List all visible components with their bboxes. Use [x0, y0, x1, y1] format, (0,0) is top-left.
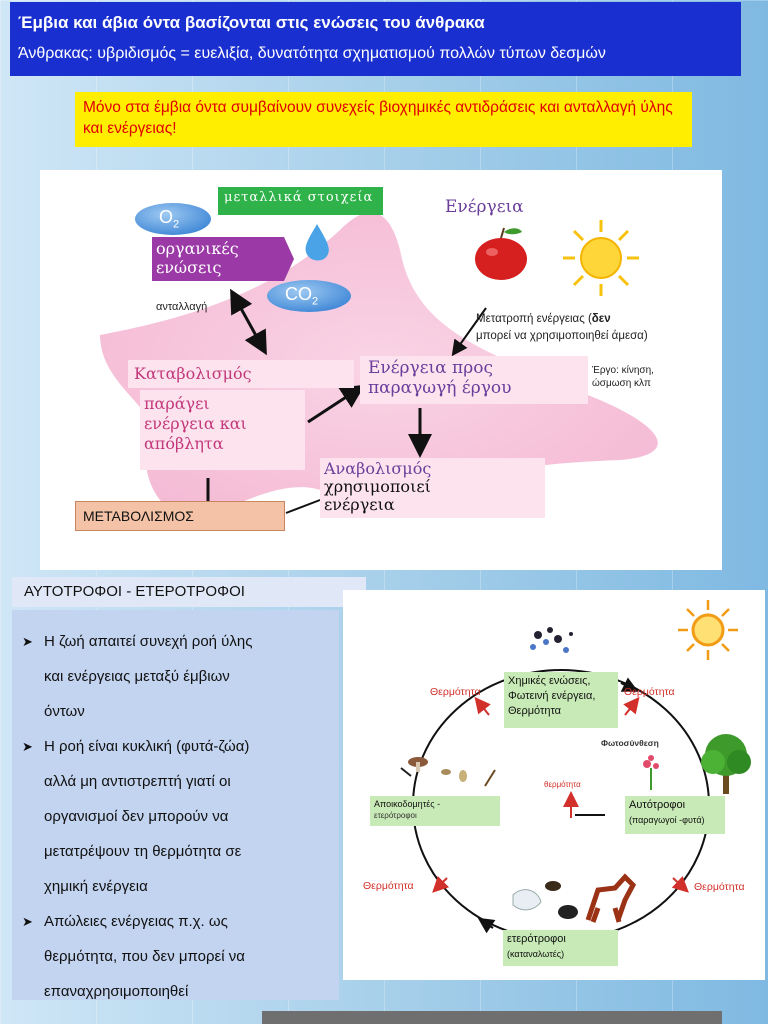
decomposers-line2: ετερότροφοι [374, 811, 417, 820]
work-line1: Έργο: κίνηση, [592, 365, 654, 376]
heterotrophs-line1: ετερότροφοι [507, 933, 566, 945]
catab-desc-1: παράγει [144, 394, 210, 413]
convert-text-a: Μετατροπή ενέργειας ( [476, 313, 592, 325]
heat-arrow-topleft [474, 696, 491, 716]
anab-desc-1: χρησιμοποιεί [324, 477, 431, 496]
o2-bubble: O2 [133, 201, 213, 237]
photosynthesis-label: Φωτοσύνθεση [601, 738, 659, 748]
heterotrophs-box: ετερότροφοι (καταναλωτές) [503, 930, 618, 966]
o2-subscript: 2 [173, 218, 180, 231]
chem-line3: Θερμότητα [508, 705, 562, 717]
bullet-line: οργανισμοί δεν μπορούν να [44, 808, 229, 825]
bullet-line: Η ροή είναι κυκλική (φυτά-ζώα) [44, 738, 250, 755]
bullet-line: και ενέργειας μεταξύ έμβιων [44, 668, 230, 685]
autotrophs-line1: Αυτότροφοι [629, 799, 686, 811]
o2-label: O [159, 207, 174, 227]
anabolism-box: Αναβολισμός χρησιμοποιεί ενέργεια [320, 458, 545, 518]
co2-subscript: 2 [312, 295, 319, 308]
energy-input-arrow [451, 307, 487, 357]
bullet-item: ➤ Η ροή είναι κυκλική (φυτά-ζώα) αλλά μη… [22, 729, 331, 904]
autotrophs-line2: (παραγωγοί -φυτά) [629, 815, 705, 825]
convert-text-line2: μπορεί να χρησιμοποιηθεί άμεσα) [476, 330, 648, 342]
heat-label-topright: Θερμότητα [624, 686, 675, 698]
bullet-line: επαναχρησιμοποιηθεί [44, 983, 189, 1000]
energy-title: Ενέργεια [445, 197, 524, 217]
bullet-line: μετατρέψουν τη θερμότητα σε [44, 843, 242, 860]
co2-bubble: CO2 [265, 278, 353, 314]
bullet-arrow-icon: ➤ [22, 739, 33, 754]
decomposers-line1: Αποικοδομητές - [374, 799, 441, 809]
cycle-arrow-bottom [477, 917, 496, 934]
bullet-line: χημική ενέργεια [44, 878, 148, 895]
metals-label: μεταλλικά στοιχεία [218, 187, 383, 215]
work-line2: ώσμωση κλπ [592, 378, 651, 389]
co2-label: CO [285, 284, 312, 304]
heat-label-topleft: Θερμότητα [430, 686, 481, 698]
chem-line2: Φωτεινή ενέργεια, [508, 690, 596, 702]
organic-line2: ενώσεις [156, 258, 222, 277]
heat-label-center: θερμότητα [544, 780, 581, 789]
catabolism-description: παράγει ενέργεια και απόβλητα [140, 390, 305, 470]
slide-header: Έμβια και άβια όντα βασίζονται στις ενώσ… [10, 2, 741, 76]
chem-line1: Χημικές ενώσεις, [508, 675, 591, 687]
bullet-line: Η ζωή απαιτεί συνεχή ροή ύλης [44, 633, 253, 650]
catab-desc-3: απόβλητα [144, 434, 224, 453]
work-note: Έργο: κίνηση, ώσμωση κλπ [592, 364, 654, 390]
autotrophs-box: Αυτότροφοι (παραγωγοί -φυτά) [625, 796, 725, 834]
chemicals-energy-box: Χημικές ενώσεις, Φωτεινή ενέργεια, Θερμό… [504, 672, 618, 728]
organic-compounds-box: οργανικές ενώσεις [152, 237, 284, 281]
sun-icon [563, 220, 639, 296]
slide-subtitle: Άνθρακας: υβριδισμός = ευελιξία, δυνατότ… [18, 45, 606, 62]
bullet-line: όντων [44, 703, 85, 720]
organic-line1: οργανικές [156, 239, 239, 258]
catab-desc-2: ενέργεια και [144, 414, 247, 433]
bottom-cutoff-banner [262, 1011, 722, 1024]
heat-label-right: Θερμότητα [694, 881, 745, 893]
slide-title: Έμβια και άβια όντα βασίζονται στις ενώσ… [18, 13, 485, 32]
convert-text-bold: δεν [591, 313, 611, 325]
heat-arrow-topright [623, 696, 640, 716]
section-title: ΑΥΤΟΤΡΟΦΟΙ - ΕΤΕΡΟΤΡΟΦΟΙ [12, 577, 366, 607]
decomposers-box: Αποικοδομητές - ετερότροφοι [370, 796, 500, 826]
bullet-line: θερμότητα, που δεν μπορεί να [44, 948, 245, 965]
tree-icon [701, 734, 751, 794]
bullet-line: Απώλειες ενέργειας π.χ. ως [44, 913, 228, 930]
highlight-note: Μόνο στα έμβια όντα συμβαίνουν συνεχείς … [75, 92, 692, 147]
cycle-arrow-top [620, 677, 639, 692]
catabolism-label: Καταβολισμός [128, 360, 354, 388]
bullet-arrow-icon: ➤ [22, 634, 33, 649]
sun-icon [678, 600, 738, 660]
energy-for-work-box: Ενέργεια προς παραγωγή έργου [360, 356, 588, 404]
heat-arrow-right [671, 875, 689, 893]
metab-connector-right [285, 499, 321, 514]
organic-arrow-tip [284, 237, 294, 281]
heat-arrow-left [432, 875, 450, 893]
flower-plant-icon [643, 755, 659, 790]
energy-conversion-note: Μετατροπή ενέργειας (δεν μπορεί να χρησι… [476, 311, 648, 345]
exchange-arrow [230, 288, 267, 356]
bullet-line: αλλά μη αντιστρεπτή γιατί οι [44, 773, 231, 790]
anabolism-label: Αναβολισμός [324, 459, 432, 478]
energy-cycle-diagram: Χημικές ενώσεις, Φωτεινή ενέργεια, Θερμό… [343, 590, 765, 980]
chemicals-icon [530, 627, 573, 653]
energy-work-1: Ενέργεια προς [368, 358, 493, 378]
bullet-list: ➤ Η ζωή απαιτεί συνεχή ροή ύλης και ενέρ… [12, 610, 339, 1000]
energy-work-2: παραγωγή έργου [368, 378, 512, 398]
bullet-item: ➤ Η ζωή απαιτεί συνεχή ροή ύλης και ενέρ… [22, 624, 331, 729]
catab-to-energy-arrow [307, 384, 366, 424]
apple-icon [475, 227, 527, 280]
water-drop-icon [305, 224, 329, 261]
decomposers-icon [400, 757, 496, 787]
metabolism-diagram: O2 CO2 μεταλλικά στοιχεία οργανικές ενώσ… [40, 170, 722, 570]
heat-label-left: Θερμότητα [363, 880, 414, 892]
anab-desc-2: ενέργεια [324, 495, 395, 514]
bullet-item: ➤ Απώλειες ενέργειας π.χ. ως θερμότητα, … [22, 904, 331, 1009]
exchange-label: ανταλλαγή [156, 301, 208, 313]
metabolism-label: ΜΕΤΑΒΟΛΙΣΜΟΣ [75, 501, 285, 531]
bullet-arrow-icon: ➤ [22, 914, 33, 929]
animals-icon [512, 873, 637, 923]
heterotrophs-line2: (καταναλωτές) [507, 949, 565, 959]
